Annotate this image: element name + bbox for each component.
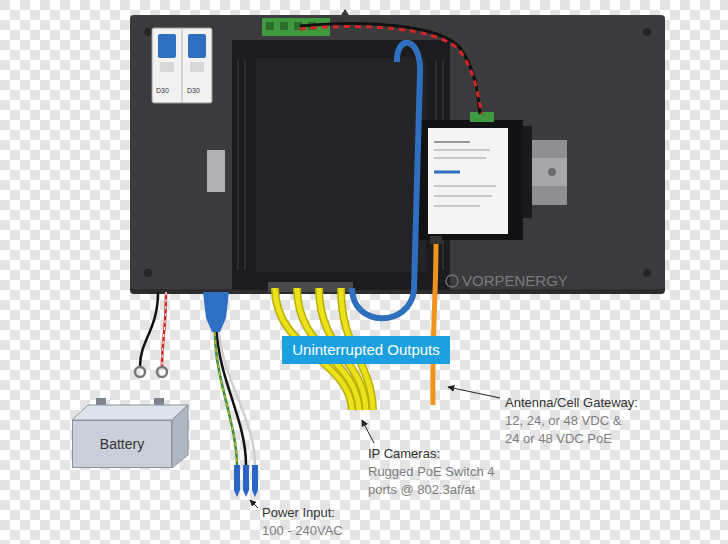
- breaker-rating: D30: [156, 86, 178, 95]
- callout-heading: IP Cameras:: [368, 445, 528, 463]
- power-cord: [203, 292, 258, 497]
- callout-heading: Power Input:: [262, 504, 402, 522]
- node-label: Uninterrupted Outputs: [292, 340, 440, 360]
- brand-mark: VORPENERGY: [462, 272, 572, 290]
- antenna-cable: [433, 244, 436, 405]
- callout-detail: Rugged PoE Switch 4 ports @ 802.3af/at: [368, 463, 500, 499]
- patch-cable: [352, 43, 420, 318]
- logo-mark: [446, 275, 458, 287]
- callout-detail: 12, 24, or 48 VDC & 24 or 48 VDC PoE: [505, 412, 635, 448]
- battery-cables: [135, 292, 167, 377]
- callout-heading: Antenna/Cell Gateway:: [505, 394, 705, 412]
- dc-wire: [300, 24, 482, 114]
- poe-injector: [418, 112, 523, 244]
- battery-box: Battery: [72, 420, 172, 468]
- battery-body: [72, 398, 188, 468]
- din-clip: [207, 150, 225, 192]
- node-label: Battery: [100, 434, 144, 454]
- callout-detail: 100 - 240VAC: [262, 522, 402, 540]
- breaker-rating: D30: [187, 86, 209, 95]
- circuit-breaker: [152, 28, 212, 103]
- output-banner: Uninterrupted Outputs: [282, 336, 450, 364]
